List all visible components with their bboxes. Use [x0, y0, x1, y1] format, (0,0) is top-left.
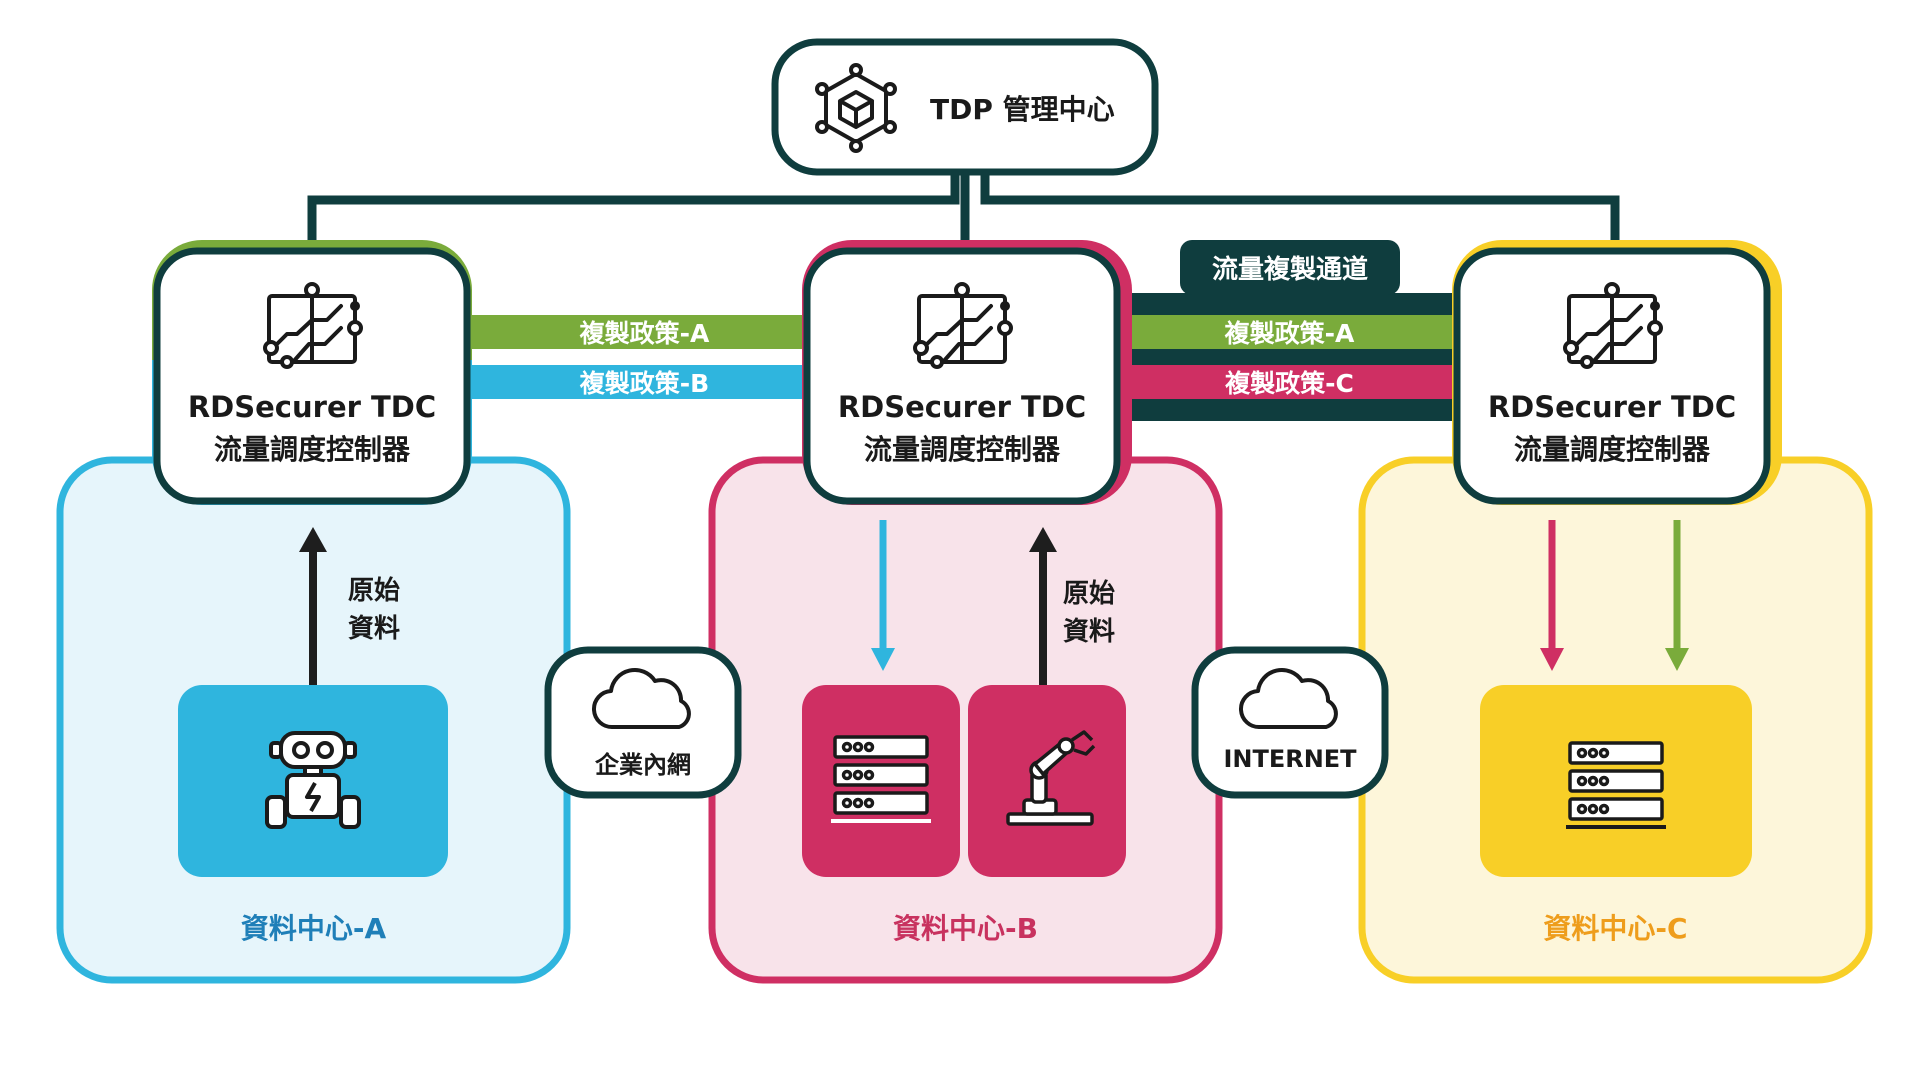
internet-label: INTERNET	[1223, 745, 1357, 773]
controller-c-card	[1453, 247, 1771, 505]
raw-data-label-a-line2: 資料	[348, 614, 401, 644]
raw-data-label-a-line1: 原始	[348, 576, 401, 606]
raw-data-arrow-a	[299, 527, 327, 685]
intranet-label: 企業內網	[595, 751, 691, 779]
policy-band-c-right	[1110, 365, 1470, 399]
server-icon	[1566, 741, 1666, 829]
controller-c-subtitle: 流量調度控制器	[1513, 433, 1710, 466]
policy-band-b-left	[470, 365, 815, 399]
raw-data-label-b-line2: 資料	[1063, 617, 1116, 647]
policy-label-b-left: 複製政策-B	[579, 369, 710, 398]
policy-label-c-right: 複製政策-C	[1225, 369, 1354, 398]
cloud-icon	[1238, 667, 1338, 730]
replicated-flow-arrow-c-green	[1665, 520, 1689, 671]
traffic-router-icon	[913, 282, 1013, 369]
controller-a-subtitle: 流量調度控制器	[213, 433, 410, 466]
raw-data-label-a: 原始 資料	[348, 572, 400, 648]
raw-data-arrow-b	[1029, 527, 1057, 685]
server-icon	[831, 735, 931, 823]
replicated-flow-arrow-b	[871, 520, 895, 671]
controller-a-name: RDSecurer TDC	[187, 390, 437, 424]
controller-b-card	[803, 247, 1121, 505]
controller-c-name: RDSecurer TDC	[1487, 390, 1737, 424]
policy-label-a-right: 複製政策-A	[1224, 319, 1355, 348]
hub-connector-c	[980, 172, 1620, 242]
raw-data-label-b-line1: 原始	[1063, 579, 1116, 609]
replication-channel-tab	[1180, 240, 1400, 295]
policy-label-a-left: 複製政策-A	[579, 319, 710, 348]
datacenter-b-label: 資料中心-B	[893, 912, 1038, 945]
replication-channel-band	[1110, 293, 1470, 421]
raw-data-label-b: 原始 資料	[1063, 575, 1115, 651]
hub-title: TDP 管理中心	[930, 93, 1115, 126]
controller-b-subtitle: 流量調度控制器	[863, 433, 1060, 466]
controller-a-card	[153, 247, 471, 505]
replication-channel-label: 流量複製通道	[1211, 255, 1368, 285]
traffic-router-icon	[263, 282, 363, 369]
hub-connector-a	[307, 172, 960, 242]
datacenter-c-label: 資料中心-C	[1543, 912, 1688, 945]
controller-b-name: RDSecurer TDC	[837, 390, 1087, 424]
replicated-flow-arrow-c-pink	[1540, 520, 1564, 671]
robot-icon	[265, 731, 361, 829]
hub-box	[771, 38, 1159, 176]
datacenter-b-zone	[708, 456, 1223, 984]
cloud-icon	[591, 667, 691, 730]
traffic-router-icon	[1563, 282, 1663, 369]
policy-band-a-right	[1110, 315, 1470, 349]
robot-arm-icon	[1006, 730, 1096, 826]
datacenter-a-label: 資料中心-A	[240, 912, 387, 945]
cube-network-icon	[815, 63, 897, 153]
policy-band-a-left	[470, 315, 815, 349]
